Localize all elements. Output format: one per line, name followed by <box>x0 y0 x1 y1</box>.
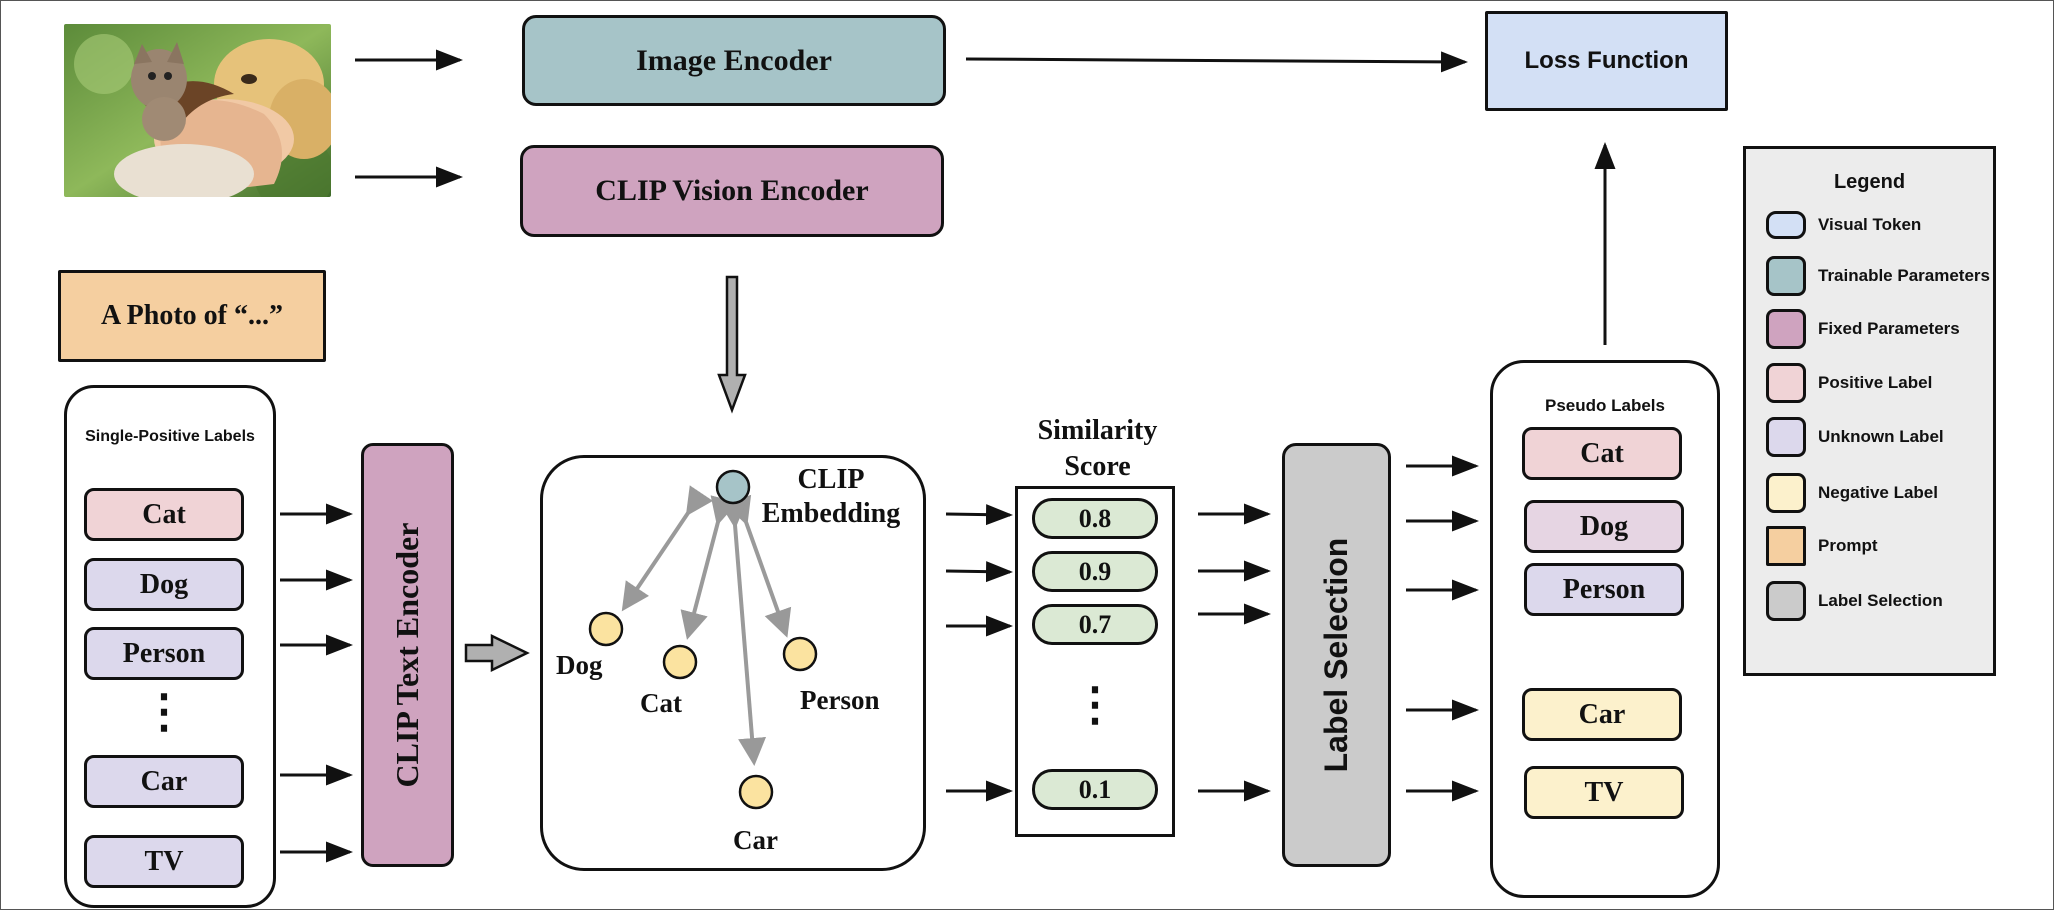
pl-label-tv-text: TV <box>1584 776 1624 808</box>
sp-label-car-text: Car <box>140 765 188 797</box>
legend-swatch-negative <box>1766 473 1806 513</box>
pl-label-cat: Cat <box>1522 427 1682 480</box>
label-selection-box: Label Selection <box>1282 443 1391 867</box>
score-2-text: 0.7 <box>1078 609 1112 639</box>
link-embedding-person <box>724 494 792 638</box>
legend-item-fixed: Fixed Parameters <box>1766 309 1960 349</box>
similarity-title: Similarity Score <box>1037 415 1158 482</box>
pl-label-car: Car <box>1522 688 1682 741</box>
pl-label-person: Person <box>1524 563 1684 616</box>
point-person <box>782 636 818 672</box>
legend-title: Legend <box>1833 171 1906 193</box>
score-ellipsis: ⋮ <box>1072 679 1118 730</box>
legend-label-trainable: Trainable Parameters <box>1818 266 1990 285</box>
image-encoder-label: Image Encoder <box>636 43 832 77</box>
clip-embedding-node <box>715 469 751 505</box>
legend-label-label-selection: Label Selection <box>1818 591 1943 610</box>
clip-vision-encoder-label: CLIP Vision Encoder <box>595 174 869 207</box>
legend-label-positive: Positive Label <box>1818 373 1933 392</box>
link-embedding-car <box>719 499 767 766</box>
legend-label-prompt: Prompt <box>1818 536 1878 555</box>
legend-swatch-unknown <box>1766 417 1806 457</box>
legend-item-unknown: Unknown Label <box>1766 417 1944 457</box>
sp-label-dog-text: Dog <box>139 568 189 600</box>
score-0: 0.8 <box>1032 498 1158 539</box>
point-cat <box>662 644 698 680</box>
legend-label-negative: Negative Label <box>1818 483 1938 502</box>
clip-text-encoder-box: CLIP Text Encoder <box>361 443 454 867</box>
score-1-text: 0.9 <box>1078 556 1112 586</box>
legend-swatch-visual-token <box>1766 211 1806 239</box>
score-2: 0.7 <box>1032 604 1158 645</box>
point-label-dog: Dog <box>556 650 603 680</box>
legend-item-negative: Negative Label <box>1766 473 1938 513</box>
pl-label-dog-text: Dog <box>1579 510 1629 542</box>
arrow-vision-to-embedding <box>717 275 747 414</box>
pl-label-cat-text: Cat <box>1580 437 1624 469</box>
legend-swatch-positive <box>1766 363 1806 403</box>
legend-label-fixed: Fixed Parameters <box>1818 319 1960 338</box>
score-3: 0.1 <box>1032 769 1158 810</box>
legend-label-visual-token: Visual Token <box>1818 215 1922 234</box>
legend-item-label-selection: Label Selection <box>1766 581 1943 621</box>
loss-function-label: Loss Function <box>1524 47 1689 74</box>
pl-label-tv: TV <box>1524 766 1684 819</box>
legend-label-unknown: Unknown Label <box>1818 427 1944 446</box>
sp-label-person: Person <box>84 627 244 680</box>
arrow-emb-score-0 <box>945 504 1013 526</box>
sp-label-tv-text: TV <box>144 845 184 877</box>
pl-label-dog: Dog <box>1524 500 1684 553</box>
arrow-image-encoder-to-loss <box>965 51 1468 73</box>
link-embedding-cat <box>680 495 738 640</box>
pseudo-labels-title: Pseudo Labels <box>1545 396 1665 415</box>
legend-panel: Legend Visual Token Trainable Parameters… <box>1743 146 1996 676</box>
legend-item-positive: Positive Label <box>1766 363 1932 403</box>
legend-item-prompt: Prompt <box>1766 526 1878 566</box>
legend-swatch-fixed <box>1766 309 1806 349</box>
score-1: 0.9 <box>1032 551 1158 592</box>
prompt-box: A Photo of “...” <box>58 270 326 362</box>
sp-label-car: Car <box>84 755 244 808</box>
clip-vision-encoder-box: CLIP Vision Encoder <box>520 145 944 237</box>
pl-label-person-text: Person <box>1562 573 1646 605</box>
image-encoder-box: Image Encoder <box>522 15 946 106</box>
sp-label-cat: Cat <box>84 488 244 541</box>
legend-item-trainable: Trainable Parameters <box>1766 256 1990 296</box>
arrow-text-encoder-to-embedding <box>464 634 530 672</box>
point-dog <box>588 611 624 647</box>
legend-swatch-trainable <box>1766 256 1806 296</box>
point-car <box>738 774 774 810</box>
sp-label-tv: TV <box>84 835 244 888</box>
input-photo <box>64 24 331 197</box>
pl-label-car-text: Car <box>1578 698 1626 730</box>
arrow-emb-score-1 <box>945 561 1013 583</box>
prompt-label: A Photo of “...” <box>101 300 283 331</box>
sp-label-person-text: Person <box>122 637 206 669</box>
point-label-car: Car <box>733 825 778 855</box>
sp-label-dog: Dog <box>84 558 244 611</box>
legend-swatch-prompt <box>1766 526 1806 566</box>
point-label-cat: Cat <box>640 688 682 718</box>
loss-function-box: Loss Function <box>1485 11 1728 111</box>
score-0-text: 0.8 <box>1078 503 1112 533</box>
sp-label-cat-text: Cat <box>142 498 186 530</box>
score-3-text: 0.1 <box>1078 774 1112 804</box>
sp-ellipsis: ⋮ <box>141 686 187 737</box>
legend-swatch-label-selection <box>1766 581 1806 621</box>
single-positive-title: Single-Positive Labels <box>85 428 255 445</box>
legend-item-visual-token: Visual Token <box>1766 211 1921 239</box>
point-label-person: Person <box>800 685 880 715</box>
link-embedding-dog <box>621 485 714 612</box>
